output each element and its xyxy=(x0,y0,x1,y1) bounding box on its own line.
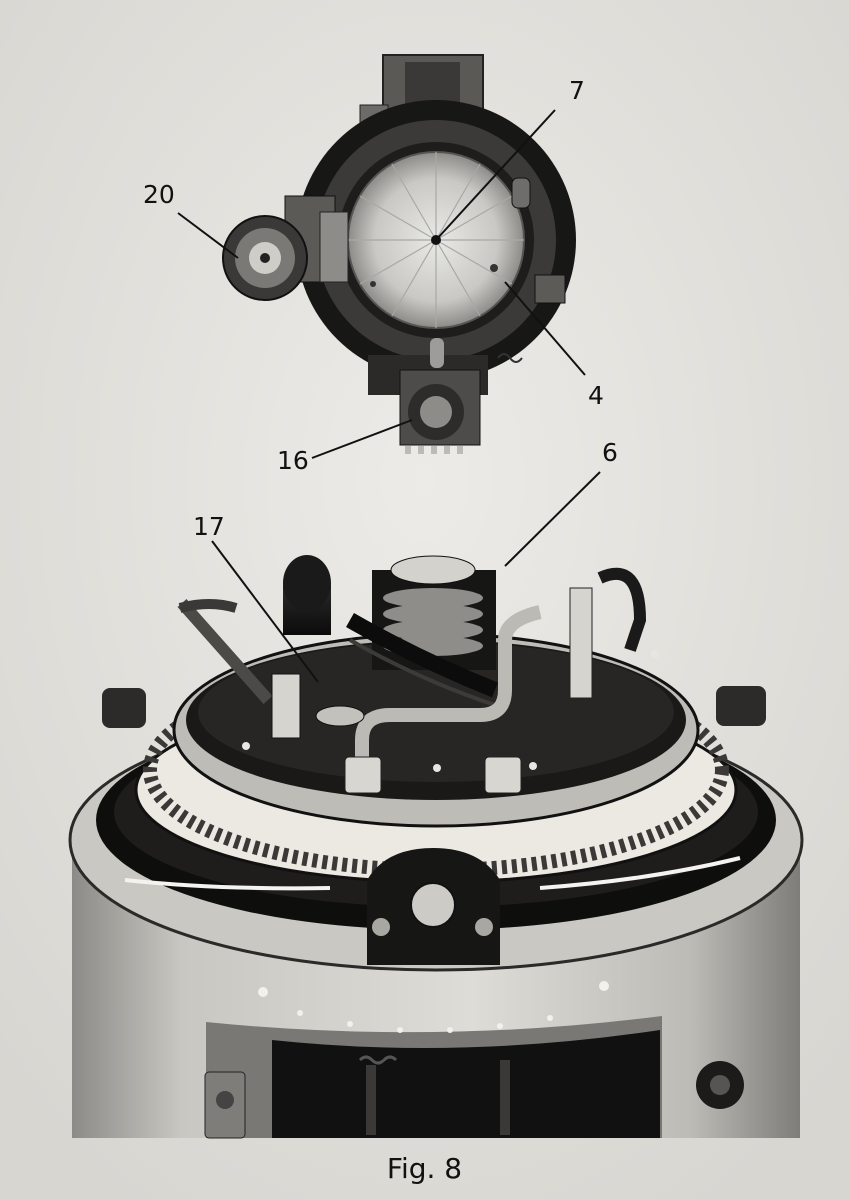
leader-lines xyxy=(177,109,601,683)
callout-7: 7 xyxy=(569,76,585,105)
figure-caption: Fig. 8 xyxy=(386,1152,463,1185)
callout-6: 6 xyxy=(602,438,618,467)
base-unit xyxy=(68,555,804,1139)
callout-20: 20 xyxy=(143,180,175,209)
callout-4: 4 xyxy=(588,381,604,410)
callout-17: 17 xyxy=(193,512,225,541)
callout-16: 16 xyxy=(277,446,309,475)
